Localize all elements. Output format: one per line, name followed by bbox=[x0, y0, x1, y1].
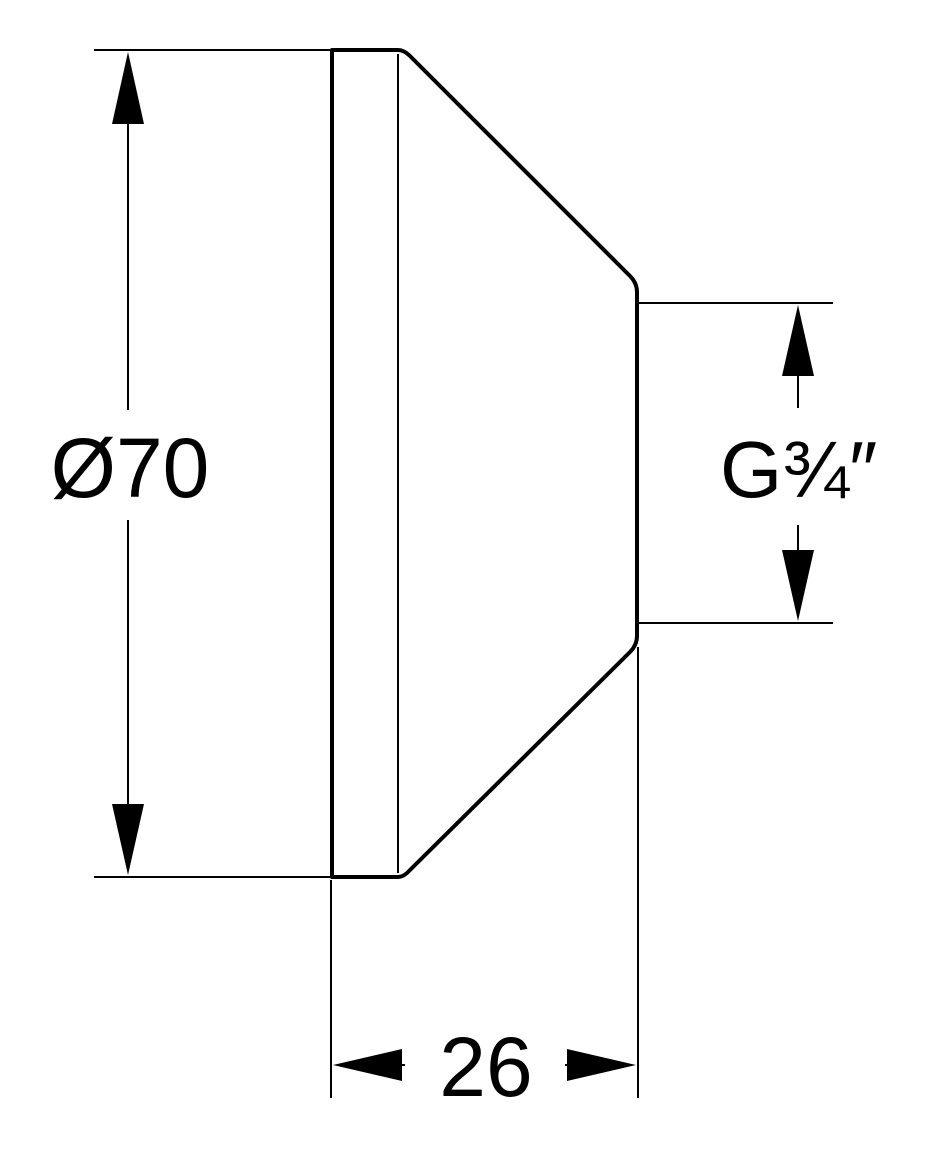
thread-letter: G bbox=[720, 425, 782, 514]
thread-arrow-up bbox=[782, 305, 814, 376]
thread-inch-mark: ″ bbox=[849, 425, 877, 514]
length-arrow-right bbox=[567, 1049, 636, 1081]
diameter-label: Ø70 bbox=[51, 421, 210, 515]
diameter-dimension: Ø70 bbox=[51, 49, 330, 878]
length-dimension: 26 bbox=[330, 647, 639, 1114]
part-outline bbox=[330, 48, 639, 879]
thread-dimension: G¾″ bbox=[639, 302, 877, 624]
part-profile bbox=[330, 48, 639, 879]
thread-fraction: ¾ bbox=[782, 425, 850, 514]
length-label: 26 bbox=[439, 1020, 532, 1114]
diameter-arrow-down bbox=[112, 804, 144, 875]
thread-label: G¾″ bbox=[720, 425, 877, 514]
diameter-arrow-up bbox=[112, 52, 144, 124]
length-arrow-left bbox=[333, 1049, 402, 1081]
thread-arrow-down bbox=[782, 550, 814, 621]
